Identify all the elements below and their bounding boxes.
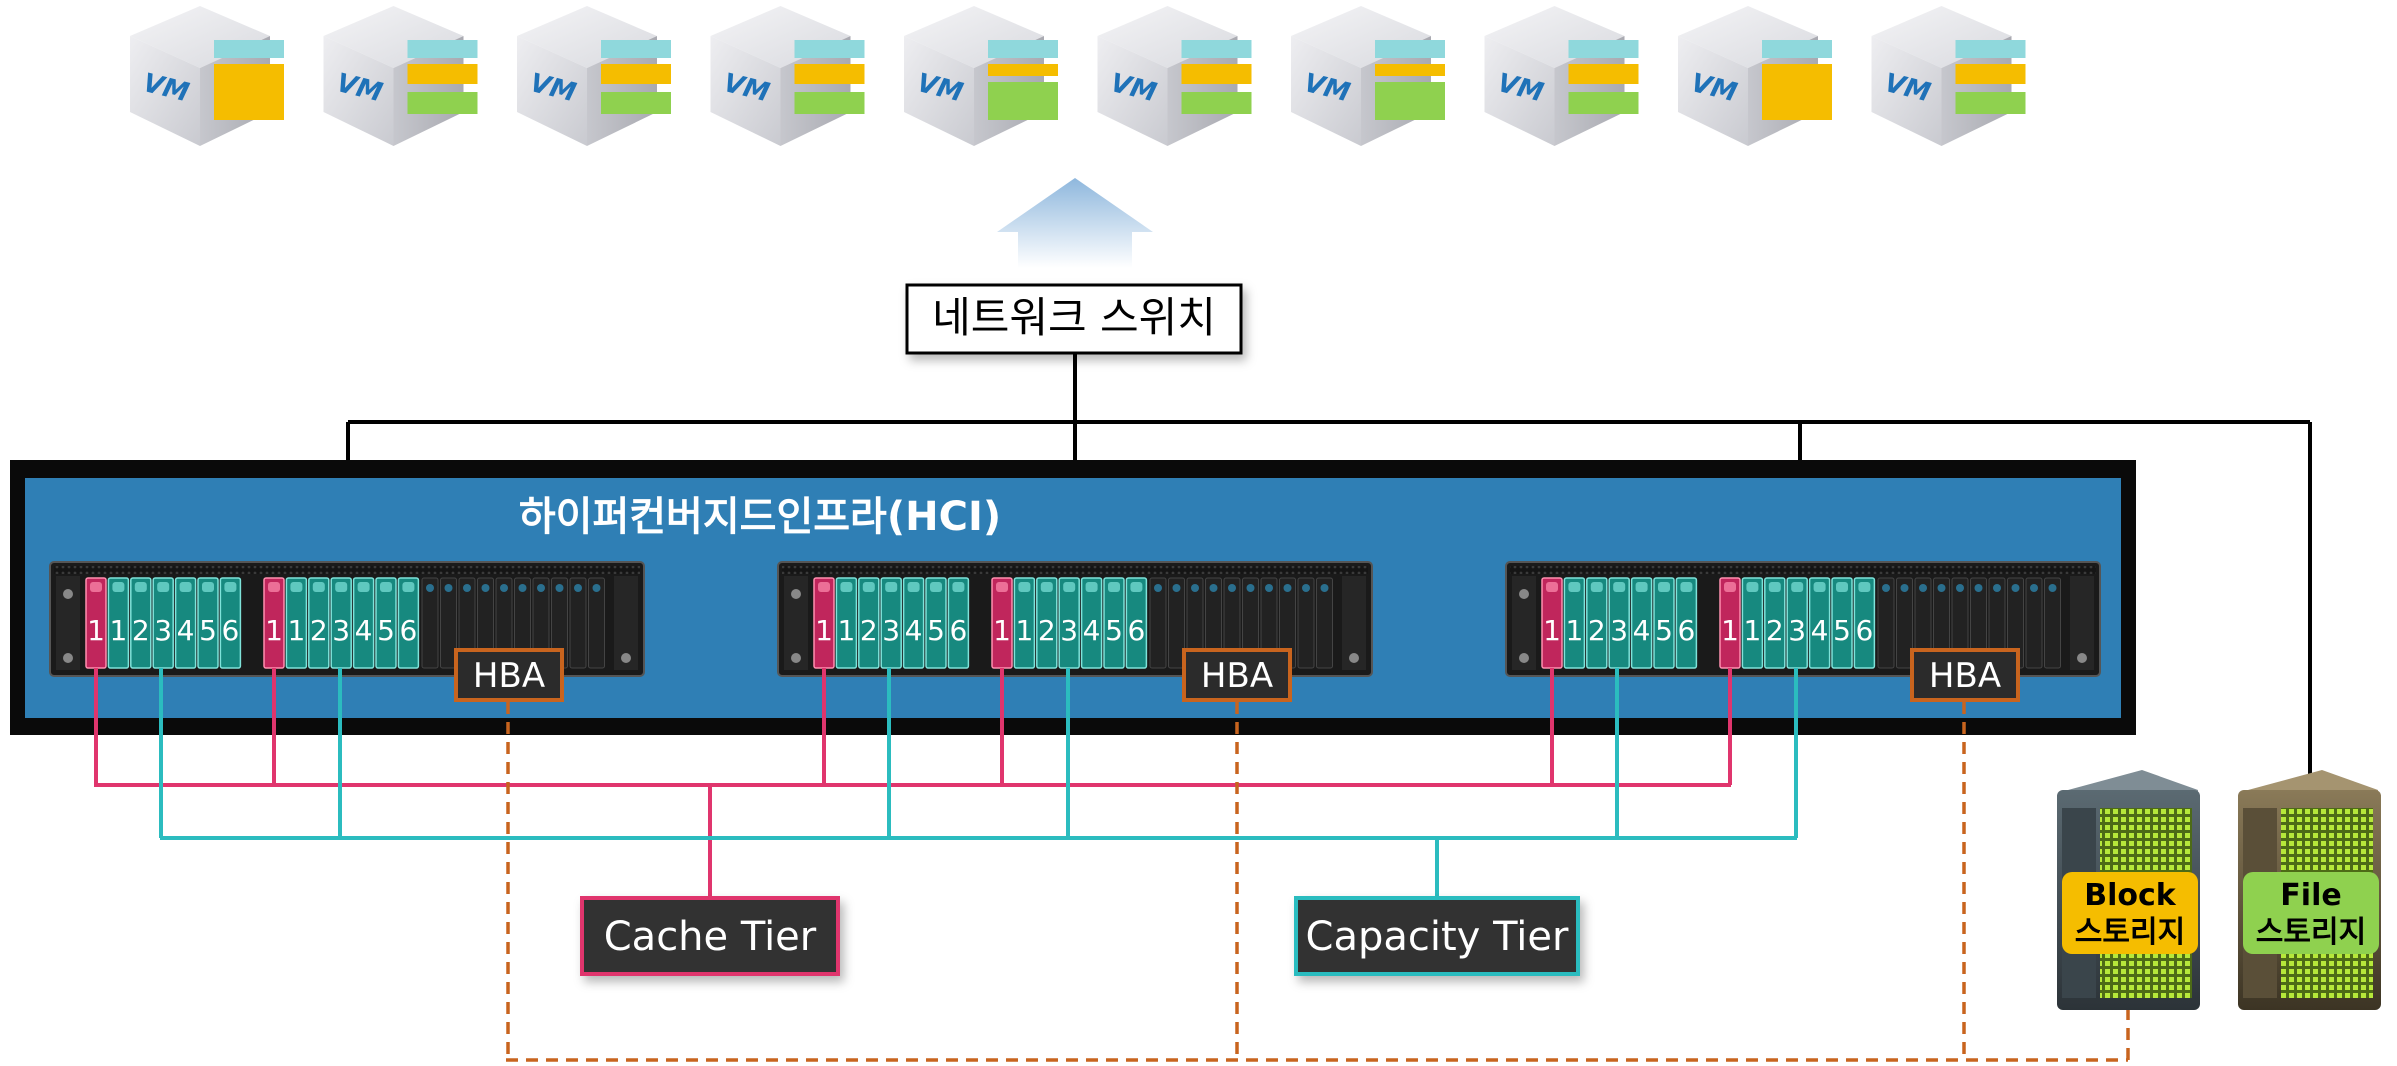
- hba-box: HBA: [454, 648, 564, 702]
- disk-label: 1: [265, 614, 283, 647]
- file-storage: File 스토리지: [2238, 770, 2381, 1010]
- disk-label: 1: [1743, 614, 1761, 647]
- disk-label: 2: [1588, 614, 1606, 647]
- disk-label: 3: [1788, 614, 1806, 647]
- disk-label: 5: [927, 614, 945, 647]
- hba-box: HBA: [1182, 648, 1292, 702]
- capacity-tier-box: [1294, 896, 1580, 976]
- disk-label: 4: [905, 614, 923, 647]
- disk-label: 3: [332, 614, 350, 647]
- vm-icon: VM: [710, 6, 865, 146]
- disk-label: 6: [1677, 614, 1695, 647]
- vm-icon: VM: [1097, 6, 1252, 146]
- disk-label: 6: [1127, 614, 1145, 647]
- disk-label: 2: [1038, 614, 1056, 647]
- vm-icon: VM: [1484, 6, 1639, 146]
- disk-label: 2: [132, 614, 150, 647]
- capacity-tier-label: Capacity Tier: [1306, 914, 1569, 960]
- disk-label: 4: [1811, 614, 1829, 647]
- disk-label: 3: [1610, 614, 1628, 647]
- disk-label: 4: [177, 614, 195, 647]
- disk-label: 3: [882, 614, 900, 647]
- vm-icon: VM: [517, 6, 671, 146]
- disk-label: 1: [1565, 614, 1583, 647]
- disk-label: 5: [1105, 614, 1123, 647]
- vm-icon: VM: [130, 6, 284, 146]
- disk-label: 4: [355, 614, 373, 647]
- file-storage-line1: File: [2280, 878, 2341, 913]
- disk-label: 1: [1543, 614, 1561, 647]
- disk-label: 1: [287, 614, 305, 647]
- tier-lines: [94, 668, 2130, 1062]
- disk-label: 3: [1060, 614, 1078, 647]
- hci-label: 하이퍼컨버지드인프라(HCI): [519, 494, 1001, 540]
- disk-label: 5: [1833, 614, 1851, 647]
- disk-label: 1: [87, 614, 105, 647]
- disk-label: 1: [1015, 614, 1033, 647]
- file-storage-badge: [2243, 872, 2379, 954]
- block-storage-badge: [2062, 872, 2198, 954]
- disk-label: 5: [1655, 614, 1673, 647]
- block-storage-line2: 스토리지: [2075, 915, 2185, 950]
- disk-label: 1: [109, 614, 127, 647]
- disk-label: 6: [949, 614, 967, 647]
- network-switch: [905, 283, 1243, 355]
- disk-label: 4: [1633, 614, 1651, 647]
- network-switch-label: 네트워크 스위치: [932, 293, 1216, 342]
- block-storage-line1: Block: [2084, 878, 2177, 913]
- disk-label: 6: [399, 614, 417, 647]
- disk-label: 1: [815, 614, 833, 647]
- vm-icon: VM: [323, 6, 478, 146]
- disk-label: 5: [377, 614, 395, 647]
- vm-icon: VM: [904, 6, 1058, 146]
- disk-label: 6: [221, 614, 239, 647]
- vm-icon: VM: [1678, 6, 1832, 146]
- hba-label: HBA: [1929, 656, 2001, 696]
- disk-label: 2: [310, 614, 328, 647]
- disk-label: 1: [993, 614, 1011, 647]
- hba-label: HBA: [1201, 656, 1273, 696]
- disk-label: 1: [837, 614, 855, 647]
- disk-label: 5: [199, 614, 217, 647]
- vm-icon: VM: [1291, 6, 1445, 146]
- block-storage: Block 스토리지: [2057, 770, 2200, 1010]
- disk-label: 4: [1083, 614, 1101, 647]
- cache-tier-label: Cache Tier: [604, 914, 817, 960]
- hba-box: HBA: [1910, 648, 2020, 702]
- vm-row: VM VM VM VM VM VM VM VM VM VM: [130, 6, 2026, 146]
- disk-label: 3: [154, 614, 172, 647]
- hba-label: HBA: [473, 656, 545, 696]
- cache-tier-box: [580, 896, 840, 976]
- file-storage-line2: 스토리지: [2256, 915, 2366, 950]
- disk-label: 2: [1766, 614, 1784, 647]
- disk-label: 6: [1855, 614, 1873, 647]
- disk-label: 1: [1721, 614, 1739, 647]
- vm-icon: VM: [1871, 6, 2026, 146]
- disk-label: 2: [860, 614, 878, 647]
- uplink-arrow: [997, 178, 1153, 268]
